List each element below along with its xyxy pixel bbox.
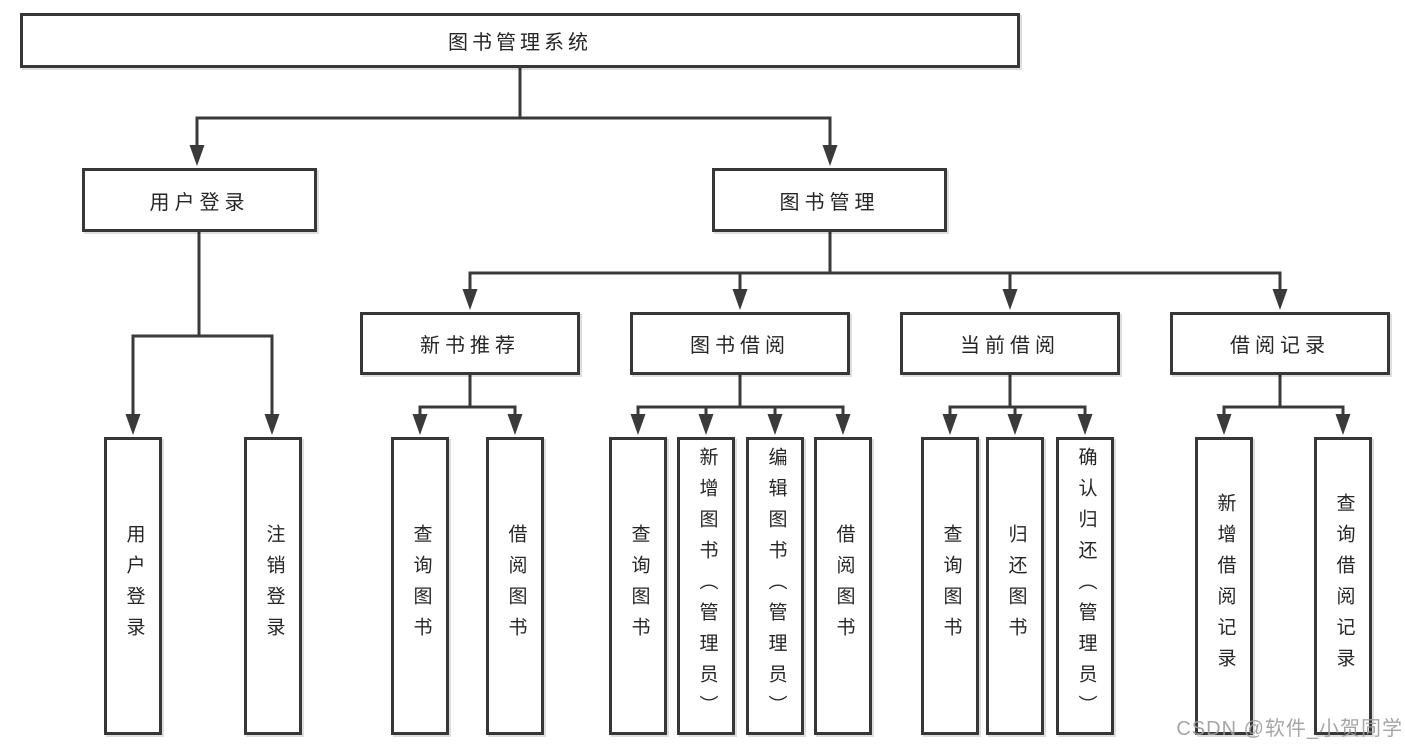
node-new-book-recommendation: 新书推荐 bbox=[360, 312, 580, 375]
leaf-label: 借阅图书 bbox=[505, 524, 527, 648]
arrowheads bbox=[125, 145, 1351, 435]
leaf-confirm-return-admin: 确认归还（管理员） bbox=[1056, 437, 1114, 735]
edge-book-management-to-level3 bbox=[468, 232, 1282, 292]
leaf-label: 新增借阅记录 bbox=[1214, 493, 1236, 679]
leaf-query-borrow-record: 查询借阅记录 bbox=[1314, 437, 1372, 735]
leaf-borrow-books-borrowing: 借阅图书 bbox=[814, 437, 872, 735]
edge-current-borrowing-group bbox=[948, 375, 1087, 417]
node-label: 当前借阅 bbox=[960, 335, 1060, 357]
leaf-logout: 注销登录 bbox=[244, 437, 302, 735]
edge-root-to-level2 bbox=[195, 68, 832, 148]
edge-new-book-group bbox=[418, 375, 517, 417]
leaf-user-login: 用户登录 bbox=[104, 437, 162, 735]
leaf-label: 注销登录 bbox=[263, 524, 285, 648]
edge-book-borrowing-group bbox=[636, 375, 845, 417]
leaf-add-borrow-record: 新增借阅记录 bbox=[1195, 437, 1253, 735]
node-borrowing-records: 借阅记录 bbox=[1170, 312, 1390, 375]
leaf-label: 归还图书 bbox=[1005, 524, 1027, 648]
leaf-label: 用户登录 bbox=[123, 524, 145, 648]
edge-borrowing-records-group bbox=[1222, 375, 1345, 417]
node-label: 图书管理 bbox=[779, 191, 880, 214]
node-book-management: 图书管理 bbox=[712, 168, 947, 232]
node-label: 图书借阅 bbox=[690, 335, 790, 357]
leaf-add-books-admin: 新增图书（管理员） bbox=[677, 437, 735, 735]
node-current-borrowing: 当前借阅 bbox=[900, 312, 1120, 375]
leaf-label: 借阅图书 bbox=[833, 524, 855, 648]
leaf-borrow-books-recommend: 借阅图书 bbox=[486, 437, 544, 735]
leaf-label: 编辑图书（管理员） bbox=[765, 446, 787, 726]
node-library-management-system: 图书管理系统 bbox=[20, 13, 1020, 68]
leaf-label: 查询图书 bbox=[410, 524, 432, 648]
leaf-query-books-borrowing: 查询图书 bbox=[609, 437, 667, 735]
node-label: 用户登录 bbox=[149, 191, 250, 214]
leaf-edit-books-admin: 编辑图书（管理员） bbox=[746, 437, 804, 735]
edge-user-login-to-leaves bbox=[131, 232, 274, 417]
leaf-query-books-recommend: 查询图书 bbox=[391, 437, 449, 735]
node-label: 图书管理系统 bbox=[448, 32, 592, 54]
leaf-label: 确认归还（管理员） bbox=[1075, 446, 1097, 726]
leaf-label: 新增图书（管理员） bbox=[696, 446, 718, 726]
leaf-label: 查询借阅记录 bbox=[1333, 493, 1355, 679]
leaf-return-books: 归还图书 bbox=[986, 437, 1044, 735]
node-label: 借阅记录 bbox=[1230, 335, 1330, 357]
leaf-label: 查询图书 bbox=[940, 524, 962, 648]
node-label: 新书推荐 bbox=[420, 335, 520, 357]
leaf-label: 查询图书 bbox=[628, 524, 650, 648]
csdn-watermark: CSDN @软件_小贺同学 bbox=[1176, 718, 1403, 740]
leaf-query-books-current: 查询图书 bbox=[921, 437, 979, 735]
node-book-borrowing: 图书借阅 bbox=[630, 312, 850, 375]
node-user-login: 用户登录 bbox=[82, 168, 317, 232]
